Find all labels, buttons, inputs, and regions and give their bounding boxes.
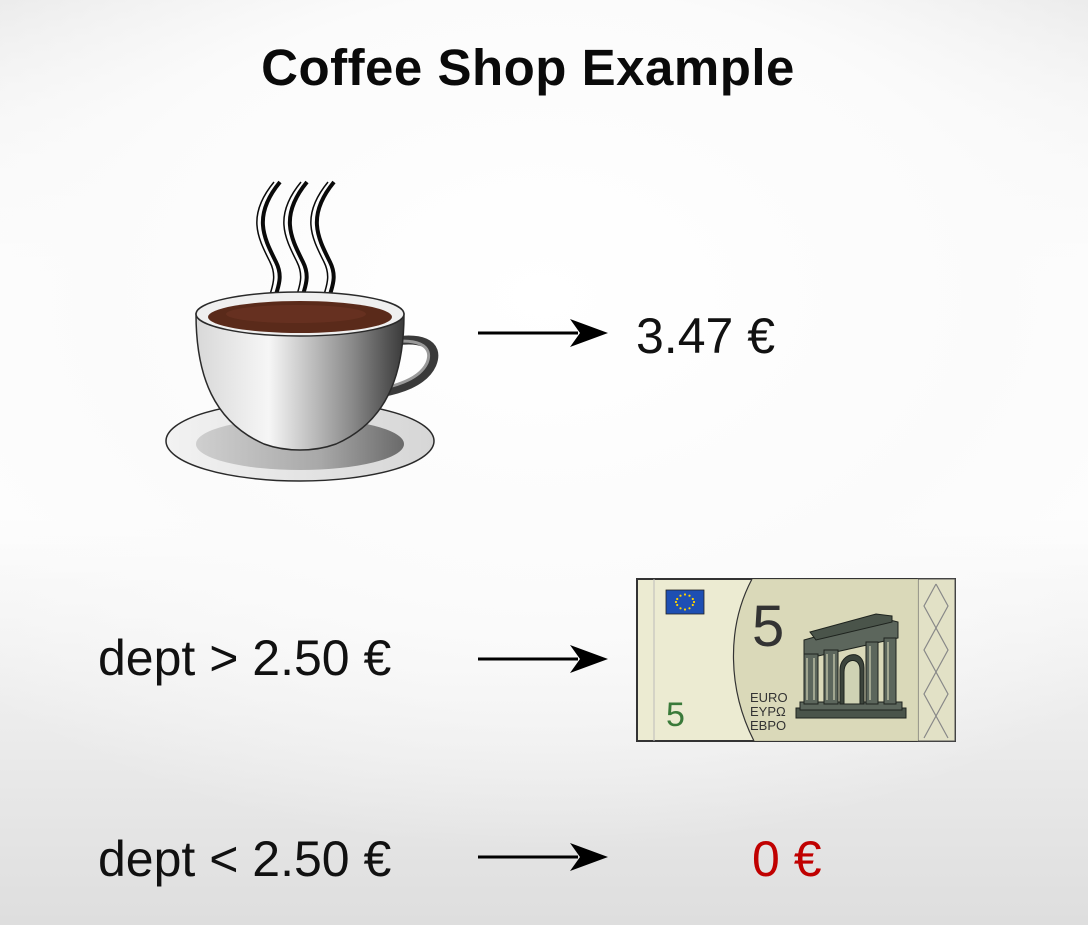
banknote-currency-line: EBPO (750, 718, 786, 733)
rule-condition-greater: dept > 2.50 € (98, 630, 392, 686)
coffee-cup-icon (165, 180, 439, 482)
arrow-right-icon (478, 319, 608, 347)
banknote-icon: 5 5 EURO EYPΩ EBPO (636, 578, 956, 742)
coffee-price: 3.47 € (636, 308, 776, 364)
banknote-denomination-large: 5 (752, 594, 784, 659)
slide-title: Coffee Shop Example (261, 39, 795, 96)
arrow-right-icon (478, 645, 608, 673)
banknote-currency-line: EURO (750, 690, 788, 705)
banknote-denomination-small: 5 (666, 696, 685, 734)
eu-flag-icon (665, 589, 705, 615)
arrow-right-icon (478, 843, 608, 871)
zero-result: 0 € (752, 831, 822, 887)
rule-condition-less: dept < 2.50 € (98, 831, 392, 887)
banknote-currency-line: EYPΩ (750, 704, 786, 719)
